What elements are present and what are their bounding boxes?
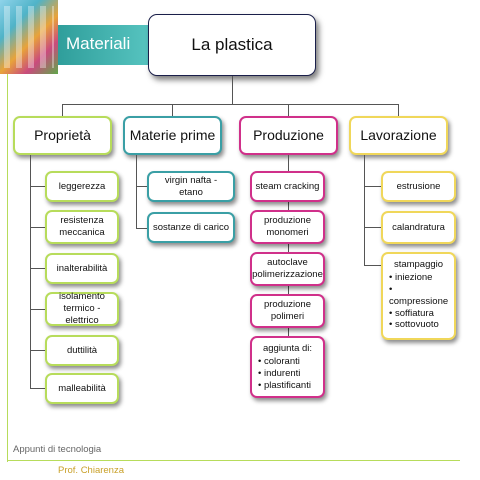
connector [30,309,45,310]
materie-prime-item: virgin nafta - etano [147,171,235,202]
lavorazione-item: estrusione [381,171,456,202]
connector [288,155,289,342]
connector [364,227,381,228]
connector [136,155,137,228]
connector [288,104,289,116]
category-proprieta: Proprietà [13,116,112,155]
connector [136,186,147,187]
produzione-item: produzione polimeri [250,294,325,328]
connector [30,388,45,389]
diagram-title: La plastica [148,14,316,76]
lavorazione-item: calandratura [381,211,456,244]
produzione-item: autoclave polimerizzazione [250,252,325,286]
produzione-aggiunta: aggiunta di: • coloranti • indurenti • p… [250,336,325,398]
produzione-item: steam cracking [250,171,325,202]
lavorazione-stampaggio: stampaggio • iniezione • compressione • … [381,252,456,340]
connector [30,186,45,187]
stampaggio-title: stampaggio [393,259,444,270]
stampaggio-bullet: • iniezione [389,271,433,283]
category-produzione: Produzione [239,116,338,155]
stampaggio-bullet: • soffiatura [389,307,434,319]
connector [172,104,173,116]
section-label: Materiali [66,34,131,53]
connector [232,76,233,104]
bottles-image [0,0,58,74]
footer-divider [7,460,460,461]
connector [136,228,147,229]
proprieta-item: inalterabilità [45,253,119,284]
category-lavorazione: Lavorazione [349,116,448,155]
aggiunta-bullet: • plastificanti [258,379,311,391]
proprieta-item: duttilità [45,335,119,366]
proprieta-item: isolamento termico -elettrico [45,291,119,326]
aggiunta-bullet: • coloranti [258,355,300,367]
connector [30,350,45,351]
connector [364,265,381,266]
proprieta-item: malleabilità [45,373,119,404]
footer-author: Prof. Chiarenza [58,465,125,476]
footer-course: Appunti di tecnologia [13,444,102,455]
connector [364,155,365,265]
connector [30,227,45,228]
connector [30,155,31,388]
materie-prime-item: sostanze di carico [147,212,235,243]
connector [62,104,63,116]
connector [62,104,399,105]
category-materie-prime: Materie prime [123,116,222,155]
frame-line [7,74,8,462]
bottle-shapes [4,6,54,68]
stampaggio-bullet: • sottovuoto [389,319,439,331]
produzione-item: produzione monomeri [250,210,325,244]
stampaggio-bullet: • compressione [389,283,449,307]
connector [30,268,45,269]
connector [364,186,381,187]
connector [398,104,399,116]
proprieta-item: resistenza meccanica [45,210,119,244]
aggiunta-title: aggiunta di: [262,343,313,354]
proprieta-item: leggerezza [45,171,119,202]
aggiunta-bullet: • indurenti [258,367,301,379]
section-banner [58,25,150,65]
